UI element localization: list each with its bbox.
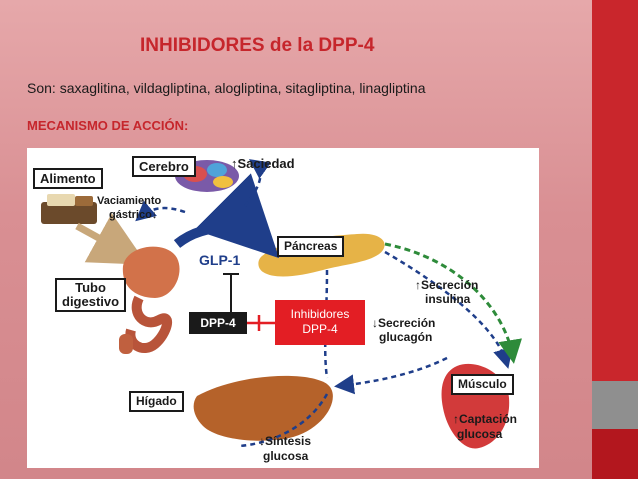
insulin-to-muscle-arrow [384, 250, 513, 369]
label-dpp4: DPP-4 [189, 312, 247, 334]
mechanism-diagram: Alimento Cerebro ↑Saciedad Vaciamiento g… [27, 148, 539, 468]
label-vaciamiento: Vaciamiento [97, 195, 162, 207]
food-to-gut-arrow [75, 213, 148, 265]
glp1-to-brain-arrow [244, 159, 272, 207]
label-captacion-2: glucosa [457, 427, 503, 441]
slide-subtitle: Son: saxaglitina, vildagliptina, aloglip… [27, 80, 426, 96]
liver-glucose-arrow [238, 393, 329, 448]
slide-title: INHIBIDORES de la DPP-4 [140, 35, 375, 56]
label-musculo: Músculo [451, 374, 514, 395]
label-secrecion-glucagon-2: glucagón [379, 330, 433, 344]
gut-illustration [119, 246, 180, 354]
label-secrecion-insulina-1: ↑Secreción [415, 278, 479, 292]
label-secrecion-glucagon-1: ↓Secreción [372, 316, 436, 330]
side-accent-strip [592, 0, 638, 479]
gastric-emptying-arrow [135, 200, 186, 222]
label-gastrico: gástrico↓ [109, 209, 158, 221]
side-dark-block [592, 429, 638, 479]
liver-illustration [193, 375, 333, 441]
label-inhibidores-dpp4: DPP-4 [302, 322, 338, 336]
label-pancreas: Páncreas [277, 236, 345, 257]
label-alimento: Alimento [33, 168, 103, 189]
label-tubo-digestivo: Tubo digestivo [55, 278, 127, 312]
label-inhibidores: Inhibidores [290, 307, 350, 321]
label-digestivo: digestivo [62, 294, 120, 309]
label-sintesis-2: glucosa [263, 449, 309, 463]
label-glp1: GLP-1 [199, 252, 241, 268]
gut-to-pancreas-arrow [173, 173, 280, 259]
muscle-to-liver-arrow [334, 356, 448, 395]
inhibitors-box: Inhibidores DPP-4 [275, 300, 365, 345]
mechanism-heading: MECANISMO DE ACCIÓN: [27, 118, 189, 133]
label-tubo: Tubo [75, 280, 106, 295]
label-higado: Hígado [129, 391, 184, 412]
slide: INHIBIDORES de la DPP-4 Son: saxaglitina… [27, 35, 539, 468]
label-sintesis-1: ↓Síntesis [259, 434, 312, 448]
label-secrecion-insulina-2: insulina [425, 292, 471, 306]
label-captacion-1: ↑Captación [453, 412, 518, 426]
label-saciedad: ↑Saciedad [231, 156, 295, 171]
pancreas-to-muscle-green-arrow [384, 242, 522, 364]
side-gray-block [592, 381, 638, 429]
food-illustration [41, 194, 97, 224]
label-cerebro: Cerebro [132, 156, 196, 177]
